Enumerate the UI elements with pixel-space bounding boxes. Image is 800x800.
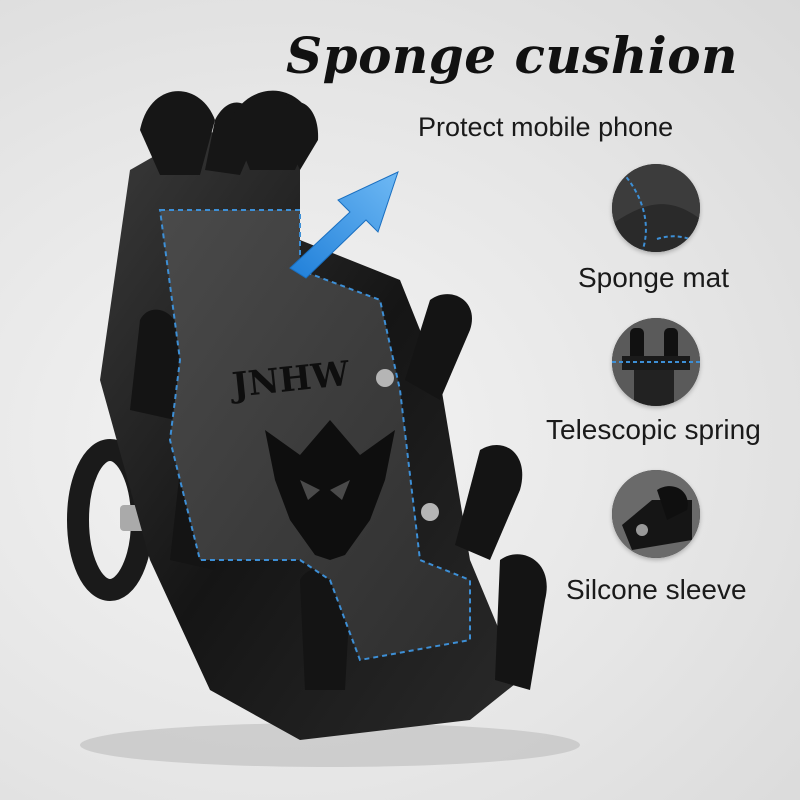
- subtitle: Protect mobile phone: [418, 112, 674, 142]
- top-claws: [140, 90, 319, 175]
- pointer-arrow: [289, 171, 399, 279]
- feature-label-sponge-mat: Sponge mat: [578, 262, 729, 293]
- feature-label-silicone-sleeve: Silcone sleeve: [566, 574, 747, 605]
- silicone-sleeve-closeup-icon: [612, 470, 700, 558]
- sponge-pad: [158, 209, 471, 662]
- wolf-emblem-icon: [265, 420, 395, 560]
- telescopic-spring-closeup-icon: [612, 318, 700, 406]
- feature-label-telescopic-spring: Telescopic spring: [546, 414, 761, 445]
- title: Sponge cushion: [286, 26, 738, 85]
- sponge-mat-closeup-icon: [612, 164, 700, 252]
